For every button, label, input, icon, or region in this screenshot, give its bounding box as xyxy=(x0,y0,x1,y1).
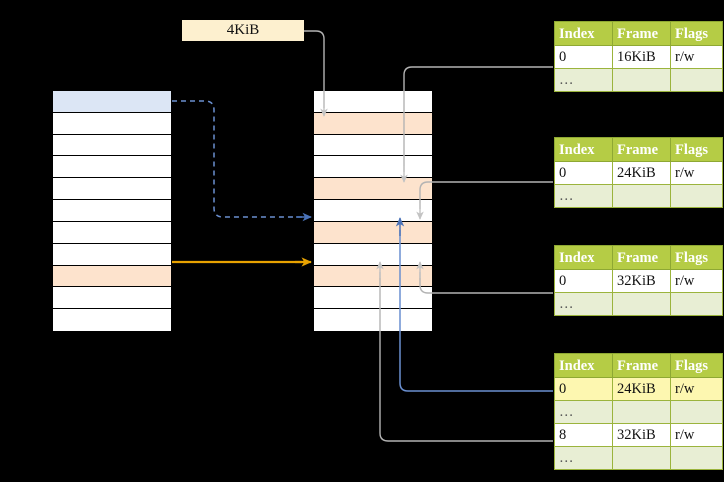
page-table-4-r0-c1: 24KiB xyxy=(612,377,671,401)
page-table-3-r0-c1: 32KiB xyxy=(612,269,671,293)
page-table-4-r3-c0: … xyxy=(554,446,613,470)
page-table-2-r1-c1 xyxy=(612,184,671,208)
virtual-address-space-column-row-9[interactable] xyxy=(53,287,171,310)
virtual-address-space-column-row-0[interactable] xyxy=(53,91,171,113)
virtual-address-space-column-row-1[interactable] xyxy=(53,112,171,135)
virtual-address-space-column-row-5[interactable] xyxy=(53,200,171,222)
virtual-address-space-column-row-4[interactable] xyxy=(53,178,171,201)
page-table-2-r0-c1: 24KiB xyxy=(612,161,671,185)
physical-memory-column-row-2[interactable] xyxy=(314,134,432,157)
dashed-blue-virtual-to-physical xyxy=(172,100,312,222)
page-table-1-header-flags: Flags xyxy=(670,21,723,46)
page-table-4-r2-c2: r/w xyxy=(670,423,723,447)
page-table-4-r2-c1: 32KiB xyxy=(612,423,671,447)
page-table-2-header-flags: Flags xyxy=(670,137,723,162)
page-table-3-header-flags: Flags xyxy=(670,245,723,270)
physical-memory-column-row-7[interactable] xyxy=(314,243,432,266)
gray-table-link-3 xyxy=(416,261,553,294)
page-table-1-r0-c2: r/w xyxy=(670,45,723,69)
page-table-1-header-frame: Frame xyxy=(612,21,671,46)
physical-memory-column-row-5[interactable] xyxy=(314,200,432,222)
virtual-address-space-column-row-7[interactable] xyxy=(53,243,171,266)
table-row[interactable]: … xyxy=(554,446,723,470)
page-table-2-header-frame: Frame xyxy=(612,137,671,162)
physical-memory-column-row-4[interactable] xyxy=(314,178,432,201)
page-table-4-header-frame: Frame xyxy=(612,353,671,378)
page-size-label: 4KiB xyxy=(182,20,304,41)
page-table-4-header-index: Index xyxy=(554,353,613,378)
page-table-2-header-index: Index xyxy=(554,137,613,162)
page-table-2-r1-c2 xyxy=(670,184,723,208)
page-table-4-r1-c1 xyxy=(612,400,671,424)
page-table-4-header-flags: Flags xyxy=(670,353,723,378)
page-table-1-r1-c2 xyxy=(670,68,723,92)
physical-memory-column-row-10[interactable] xyxy=(314,309,432,331)
page-table-2-r0-c0: 0 xyxy=(554,161,613,185)
physical-memory-column xyxy=(313,90,433,331)
page-table-2-r0-c2: r/w xyxy=(670,161,723,185)
physical-memory-column-row-9[interactable] xyxy=(314,287,432,310)
page-table-1-r1-c0: … xyxy=(554,68,613,92)
page-table-3-r1-c2 xyxy=(670,292,723,316)
page-table-4-r3-c2 xyxy=(670,446,723,470)
virtual-address-space-column-row-3[interactable] xyxy=(53,156,171,179)
virtual-address-space-column-row-6[interactable] xyxy=(53,221,171,244)
page-table-4-r3-c1 xyxy=(612,446,671,470)
table-row[interactable]: … xyxy=(554,292,723,316)
page-table-4-r1-c0: … xyxy=(554,400,613,424)
virtual-address-space-column xyxy=(52,90,172,331)
page-table-3-r1-c0: … xyxy=(554,292,613,316)
physical-memory-column-row-8[interactable] xyxy=(314,265,432,288)
page-table-4-r2-c0: 8 xyxy=(554,423,613,447)
page-table-3-r1-c1 xyxy=(612,292,671,316)
page-table-3-header-index: Index xyxy=(554,245,613,270)
page-table-4-r0-c0: 0 xyxy=(554,377,613,401)
table-row[interactable]: … xyxy=(554,184,723,208)
page-table-1-r1-c1 xyxy=(612,68,671,92)
page-table-4-r0-c2: r/w xyxy=(670,377,723,401)
page-table-2-r1-c0: … xyxy=(554,184,613,208)
page-table-1-r0-c0: 0 xyxy=(554,45,613,69)
physical-memory-column-row-3[interactable] xyxy=(314,156,432,179)
page-table-3-header-frame: Frame xyxy=(612,245,671,270)
gray-table-link-2 xyxy=(416,181,553,220)
physical-memory-column-row-0[interactable] xyxy=(314,91,432,113)
page-table-3-r0-c2: r/w xyxy=(670,269,723,293)
page-table-3-r0-c0: 0 xyxy=(554,269,613,293)
table-row[interactable]: … xyxy=(554,400,723,424)
page-table-1-header-index: Index xyxy=(554,21,613,46)
table-row[interactable]: … xyxy=(554,68,723,92)
page-table-4-r1-c2 xyxy=(670,400,723,424)
virtual-address-space-column-row-10[interactable] xyxy=(53,309,171,331)
virtual-address-space-column-row-8[interactable] xyxy=(53,265,171,288)
page-table-1-r0-c1: 16KiB xyxy=(612,45,671,69)
physical-memory-column-row-1[interactable] xyxy=(314,112,432,135)
physical-memory-column-row-6[interactable] xyxy=(314,221,432,244)
virtual-address-space-column-row-2[interactable] xyxy=(53,134,171,157)
